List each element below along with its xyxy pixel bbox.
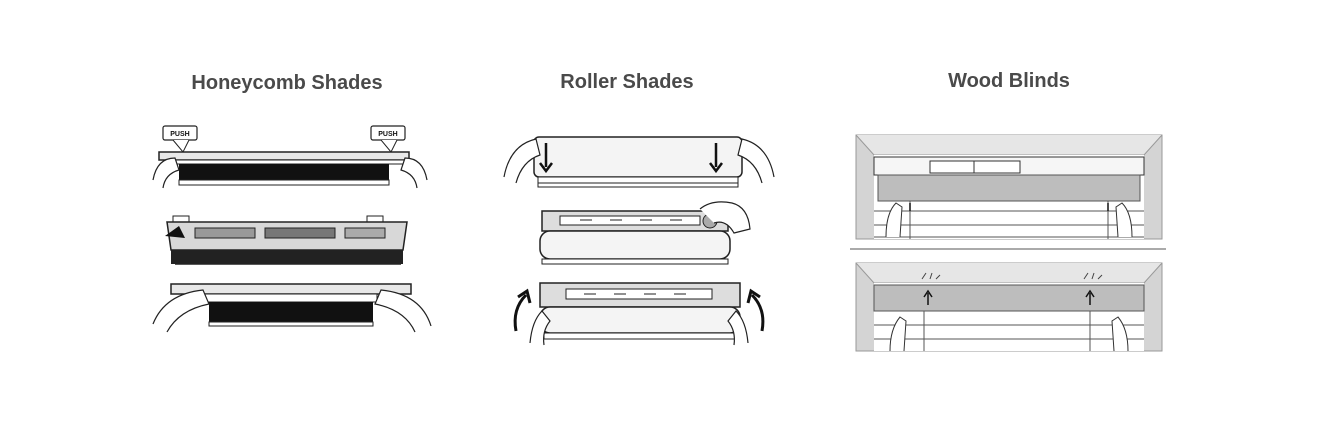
honeycomb-step-3 [153,284,431,332]
honeycomb-step-2 [165,216,407,264]
wood-blinds-title: Wood Blinds [872,70,1146,93]
roller-step-1 [504,137,774,187]
wood-blinds-illustration [850,133,1166,353]
push-badge-left-text: PUSH [170,131,189,138]
roller-shades-illustration [500,125,790,350]
roller-step-2 [540,202,750,264]
honeycomb-shades-illustration: PUSH PUSH [145,118,435,348]
wood-blinds-step-2 [856,263,1162,351]
push-badge-right-text: PUSH [378,131,397,138]
roller-step-3 [515,283,763,345]
honeycomb-shades-title: Honeycomb Shades [150,72,424,95]
honeycomb-step-1: PUSH PUSH [153,126,427,188]
wood-blinds-step-1 [856,135,1162,239]
roller-shades-title: Roller Shades [490,71,764,94]
